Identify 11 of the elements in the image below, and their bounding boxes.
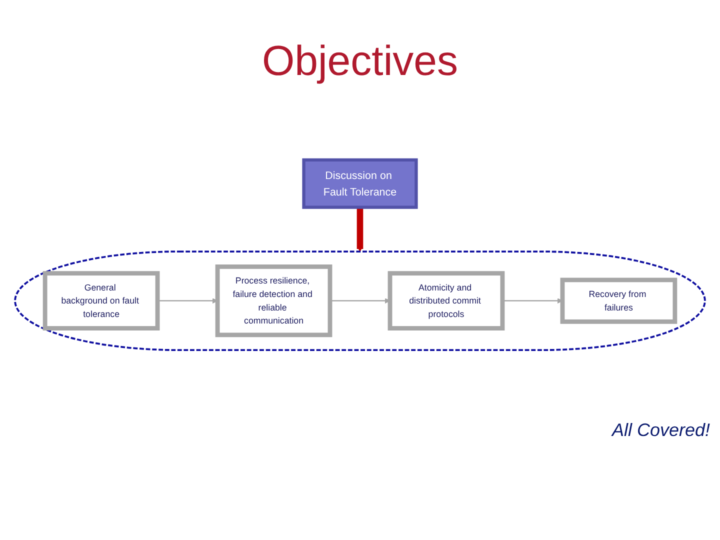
node-box: Discussion on Fault Tolerance xyxy=(302,158,418,209)
cluster xyxy=(14,250,706,352)
arrow xyxy=(158,298,218,304)
note-text: All Covered! xyxy=(612,420,710,441)
slide-title: Objectives xyxy=(260,38,460,84)
arrow xyxy=(330,298,390,304)
node-box: Atomicity and distributed commit protocols xyxy=(388,271,505,330)
node-box: General background on fault tolerance xyxy=(42,271,160,330)
arrow xyxy=(356,207,364,252)
node-box: Process resilience, failure detection and reliable communication xyxy=(215,264,332,338)
node-box: Recovery from failures xyxy=(560,278,678,324)
